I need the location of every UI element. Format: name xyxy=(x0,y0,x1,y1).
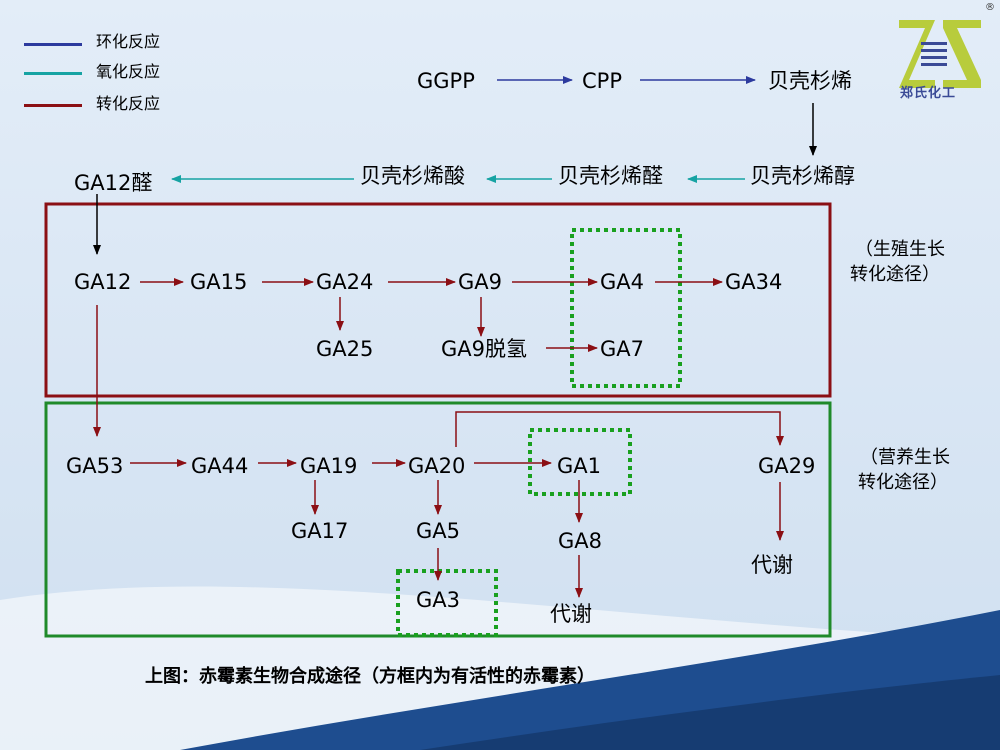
node-ga12: GA12 xyxy=(74,270,132,294)
vegetative-pathway-label-line2: 转化途径） xyxy=(858,472,948,493)
active-ga-box-ga4-ga7 xyxy=(570,228,682,388)
node-ga19: GA19 xyxy=(300,454,358,478)
legend-label-conversion: 转化反应 xyxy=(96,94,161,113)
arrow-ga20-ga29 xyxy=(455,411,784,447)
registered-mark: ® xyxy=(985,2,995,13)
active-ga-box-ga1 xyxy=(528,428,632,496)
node-ga17: GA17 xyxy=(291,519,349,543)
node-metabolism-ga29: 代谢 xyxy=(751,553,793,577)
node-ga34: GA34 xyxy=(725,270,783,294)
vegetative-pathway-label-line1: （营养生长 xyxy=(860,447,950,468)
legend-line-conversion xyxy=(24,104,82,107)
node-kaurenal: 贝壳杉烯醛 xyxy=(558,164,663,188)
node-metabolism-ga8: 代谢 xyxy=(550,602,592,626)
node-ga7: GA7 xyxy=(600,337,644,361)
reproductive-pathway-label-line1: （生殖生长 xyxy=(855,239,945,260)
node-kaurenol: 贝壳杉烯醇 xyxy=(750,164,855,188)
node-cpp: CPP xyxy=(582,69,622,93)
node-ga4: GA4 xyxy=(600,270,644,294)
node-ga9: GA9 xyxy=(458,270,502,294)
active-ga-box-ga3 xyxy=(396,569,498,637)
node-ga9-dehydro: GA9脱氢 xyxy=(441,337,527,361)
legend-line-cyclization xyxy=(24,43,82,46)
node-ga24: GA24 xyxy=(316,270,374,294)
figure-caption: 上图：赤霉素生物合成途径（方框内为有活性的赤霉素） xyxy=(145,666,595,687)
node-ga25: GA25 xyxy=(316,337,374,361)
node-ggpp: GGPP xyxy=(417,69,475,93)
logo-text: 郑氏化工 xyxy=(900,86,957,101)
node-ga12-aldehyde: GA12醛 xyxy=(74,171,153,195)
node-ga53: GA53 xyxy=(66,454,124,478)
reproductive-pathway-box xyxy=(44,202,832,398)
node-ga44: GA44 xyxy=(191,454,249,478)
node-ga1: GA1 xyxy=(557,454,601,478)
node-ga8: GA8 xyxy=(558,529,602,553)
node-ga5: GA5 xyxy=(416,519,460,543)
reproductive-pathway-label-line2: 转化途径） xyxy=(850,264,940,285)
node-ga3: GA3 xyxy=(416,588,460,612)
node-ga20: GA20 xyxy=(408,454,466,478)
node-ga29: GA29 xyxy=(758,454,816,478)
legend-label-cyclization: 环化反应 xyxy=(96,32,161,51)
node-kaurene: 贝壳杉烯 xyxy=(768,69,852,93)
node-ga15: GA15 xyxy=(190,270,248,294)
node-kaurenoic-acid: 贝壳杉烯酸 xyxy=(360,164,465,188)
legend-line-oxidation xyxy=(24,72,82,75)
legend-label-oxidation: 氧化反应 xyxy=(96,62,161,81)
company-logo xyxy=(899,20,981,88)
